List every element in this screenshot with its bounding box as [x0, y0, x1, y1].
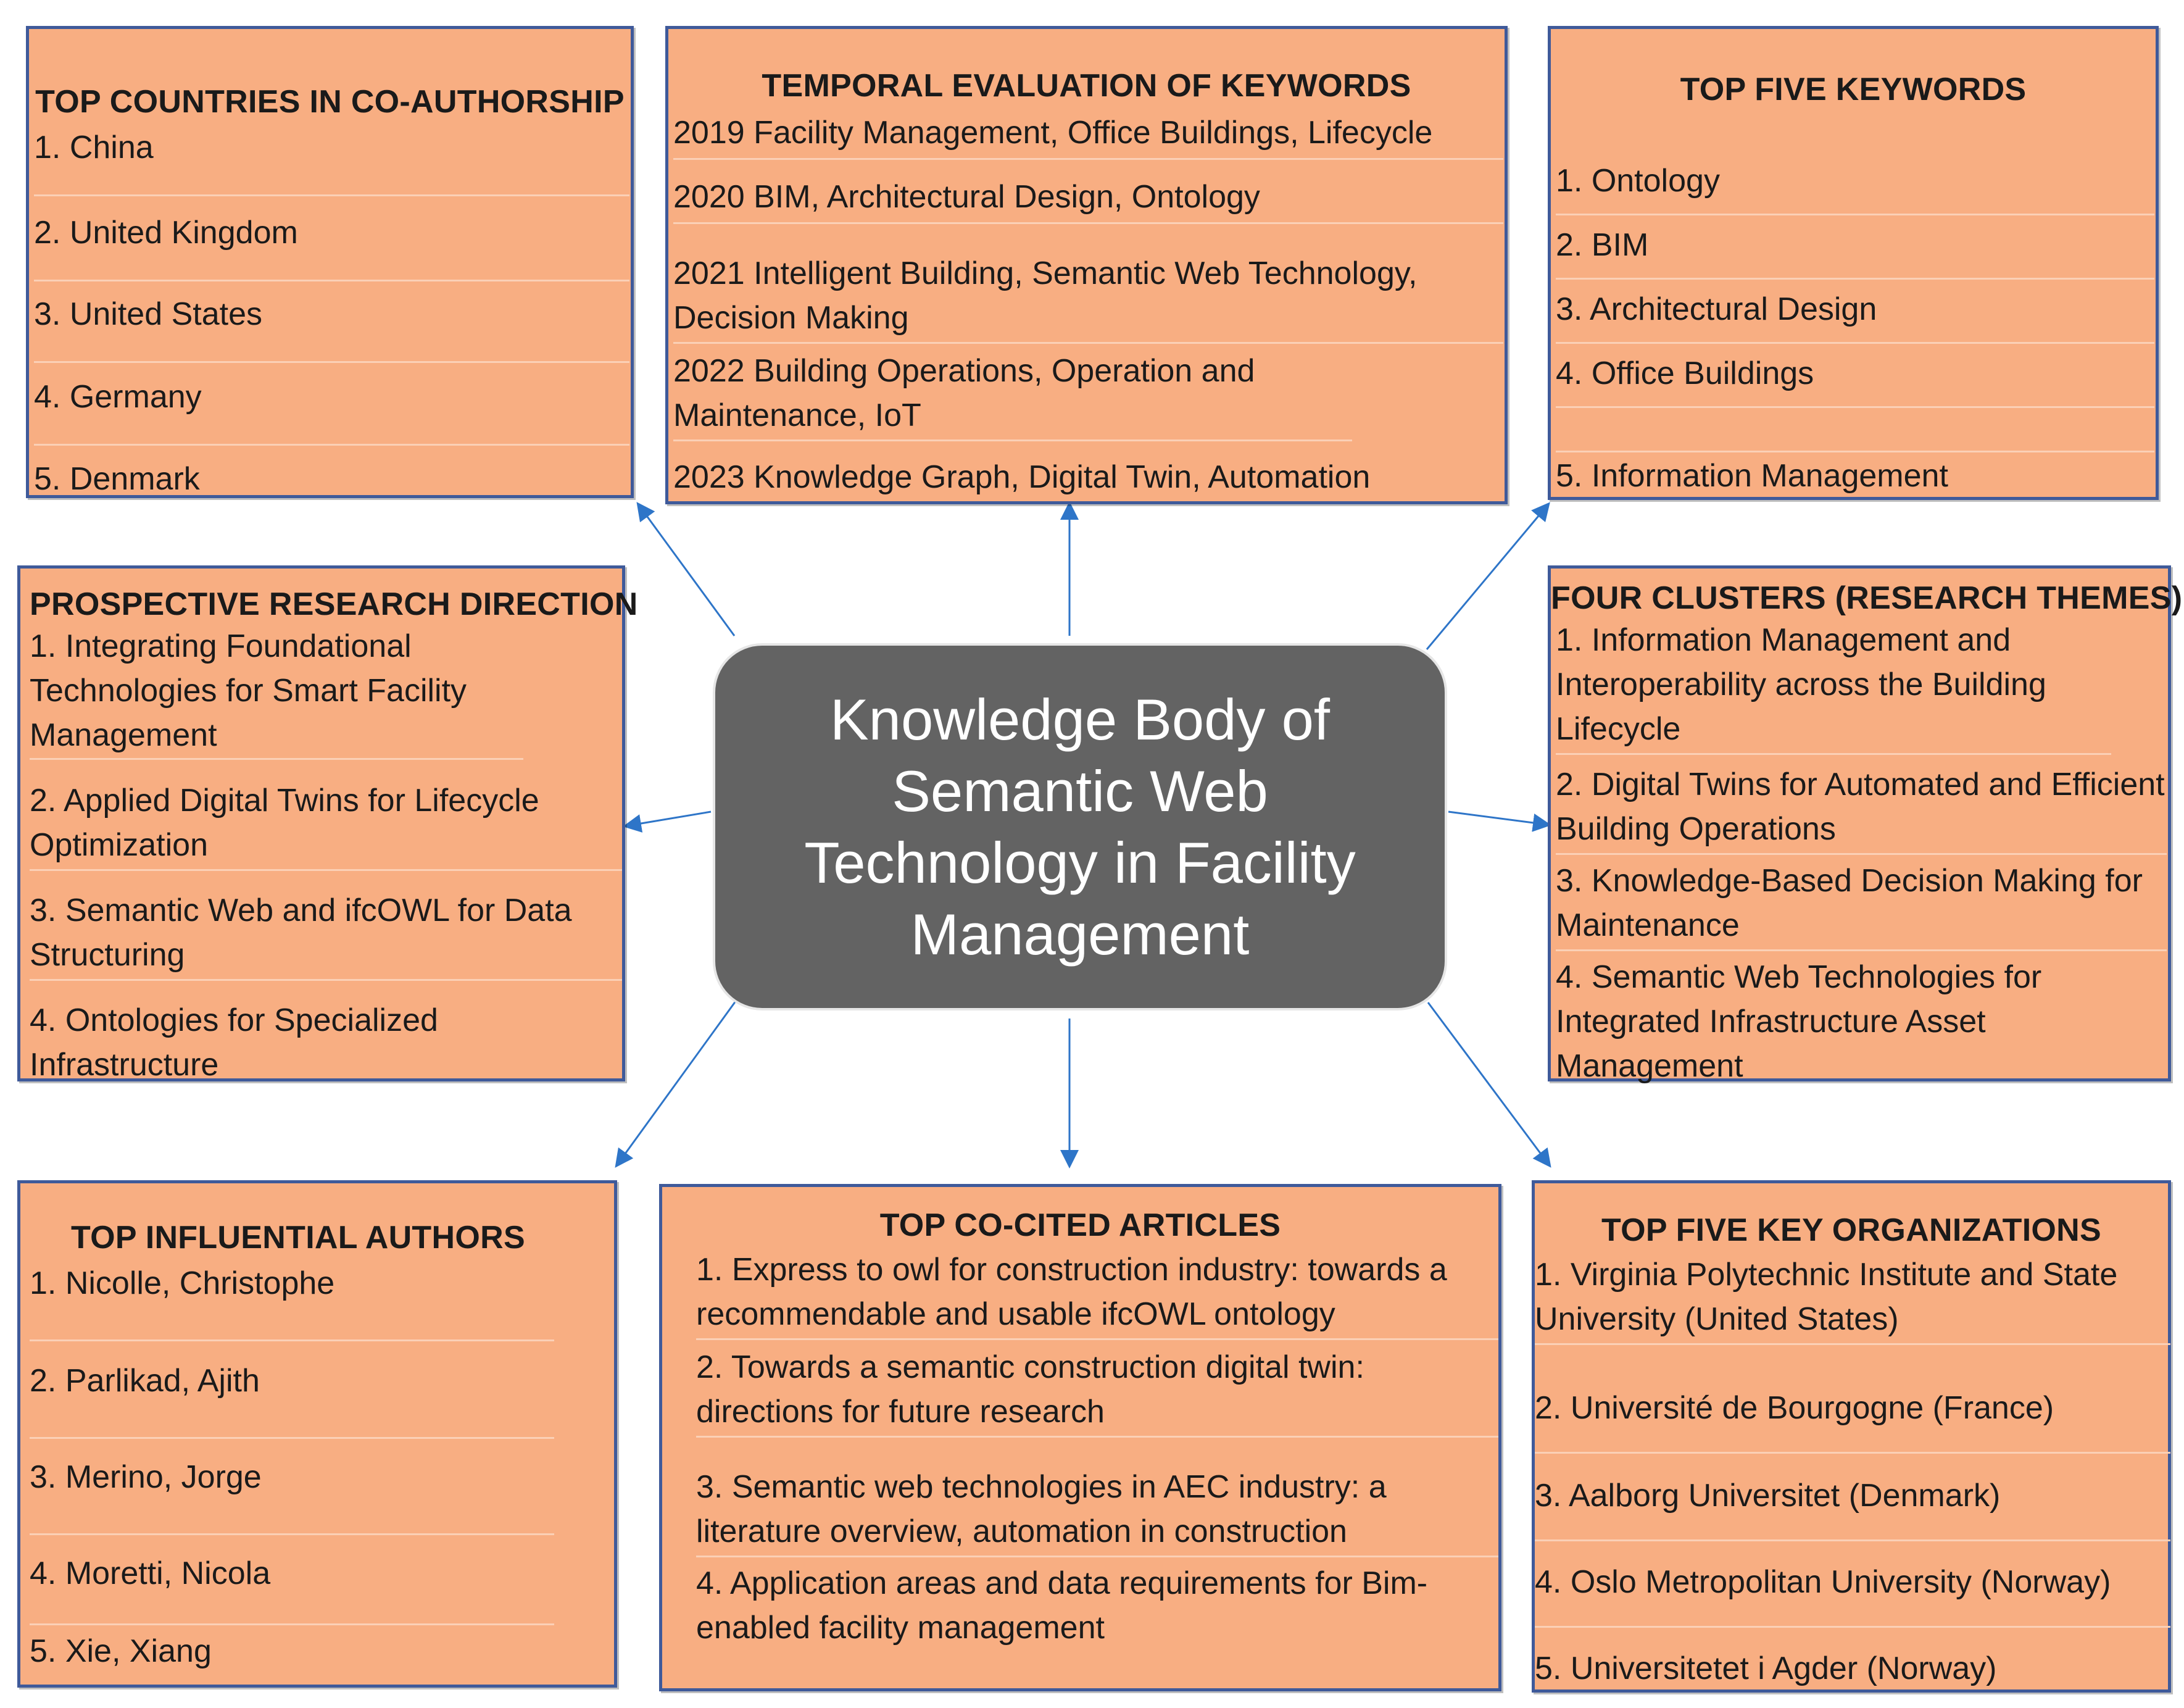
articles-box: TOP CO-CITED ARTICLES 1. Express to owl … [659, 1184, 1501, 1691]
list-item: 3. Aalborg Universitet (Denmark) [1535, 1473, 2170, 1541]
list-item: 1. Information Management and Interopera… [1556, 618, 2111, 755]
clusters-box: FOUR CLUSTERS (RESEARCH THEMES) 1. Infor… [1548, 565, 2183, 1084]
list-item: 5. Information Management [1556, 458, 1948, 494]
list-item: 1. Integrating Foundational Technologies… [30, 624, 523, 760]
arrow-to-prospective [623, 810, 712, 833]
list-item: 2. BIM [1556, 223, 2154, 280]
countries-title: TOP COUNTRIES IN CO-AUTHORSHIP [35, 84, 625, 120]
list-item: 3. United States [34, 292, 629, 363]
central-topic: Knowledge Body of Semantic Web Technolog… [713, 643, 1447, 1010]
temporal-title: TEMPORAL EVALUATION OF KEYWORDS [762, 68, 1411, 104]
organizations-box: TOP FIVE KEY ORGANIZATIONS 1. Virginia P… [1532, 1180, 2171, 1693]
list-item: 5. Xie, Xiang [30, 1633, 212, 1669]
list-item: 4. Ontologies for Specialized Infrastruc… [30, 1002, 438, 1083]
list-item: 5. Denmark [34, 461, 200, 497]
list-item: 2. Towards a semantic construction digit… [696, 1345, 1498, 1438]
list-item: 1. Virginia Polytechnic Institute and St… [1535, 1252, 2170, 1345]
authors-title: TOP INFLUENTIAL AUTHORS [71, 1220, 525, 1256]
list-item: 4. Semantic Web Technologies for Integra… [1556, 959, 2042, 1084]
arrow-to-clusters [1448, 810, 1551, 832]
list-item: 3. Merino, Jorge [30, 1455, 554, 1535]
list-item: 2019 Facility Management, Office Buildin… [673, 110, 1503, 160]
list-item: 5. Universitetet i Agder (Norway) [1535, 1651, 1997, 1686]
keywords-box: TOP FIVE KEYWORDS 1. Ontology 2. BIM 3. … [1548, 26, 2159, 500]
list-item: 2021 Intelligent Building, Semantic Web … [673, 251, 1503, 344]
keywords-title: TOP FIVE KEYWORDS [1680, 72, 2027, 107]
list-item: 4. Office Buildings [1556, 351, 2154, 408]
arrow-to-keywords [1426, 502, 1550, 650]
list-item: 2023 Knowledge Graph, Digital Twin, Auto… [673, 459, 1371, 495]
authors-box: TOP INFLUENTIAL AUTHORS 1. Nicolle, Chri… [17, 1180, 617, 1688]
list-item: 3. Semantic web technologies in AEC indu… [696, 1465, 1498, 1557]
list-item: 2020 BIM, Architectural Design, Ontology [673, 175, 1503, 224]
organizations-title: TOP FIVE KEY ORGANIZATIONS [1601, 1212, 2102, 1248]
list-item: 3. Architectural Design [1556, 287, 2154, 344]
list-item: 2. Parlikad, Ajith [30, 1359, 554, 1439]
list-item: 4. Germany [34, 375, 629, 446]
clusters-title: FOUR CLUSTERS (RESEARCH THEMES) [1551, 580, 2183, 616]
list-item: 1. Express to owl for construction indus… [696, 1248, 1498, 1340]
list-item: 2022 Building Operations, Operation and … [673, 349, 1352, 441]
list-item: 4. Application areas and data requiremen… [696, 1565, 1428, 1646]
prospective-box: PROSPECTIVE RESEARCH DIRECTION 1. Integr… [17, 565, 638, 1083]
list-item [1556, 415, 2154, 452]
list-item: 1. China [34, 125, 629, 196]
list-item: 1. Ontology [1556, 159, 2154, 215]
list-item: 2. Applied Digital Twins for Lifecycle O… [30, 778, 622, 871]
prospective-title: PROSPECTIVE RESEARCH DIRECTION [30, 586, 638, 622]
list-item: 1. Nicolle, Christophe [30, 1261, 554, 1341]
arrow-to-authors [615, 1001, 737, 1168]
articles-title: TOP CO-CITED ARTICLES [879, 1207, 1281, 1243]
list-item: 3. Knowledge-Based Decision Making for M… [1556, 859, 2167, 951]
list-item: 4. Moretti, Nicola [30, 1551, 554, 1625]
list-item: 3. Semantic Web and ifcOWL for Data Stru… [30, 888, 622, 981]
temporal-box: TEMPORAL EVALUATION OF KEYWORDS 2019 Fac… [665, 26, 1508, 504]
arrow-to-countries [636, 502, 736, 636]
list-item: 2. Digital Twins for Automated and Effic… [1556, 762, 2167, 855]
arrow-to-organizations [1427, 1002, 1551, 1168]
list-item: 4. Oslo Metropolitan University (Norway) [1535, 1560, 2170, 1628]
countries-box: TOP COUNTRIES IN CO-AUTHORSHIP 1. China … [26, 26, 634, 498]
list-item: 2. United Kingdom [34, 210, 629, 281]
list-item: 2. Université de Bourgogne (France) [1535, 1386, 2170, 1454]
